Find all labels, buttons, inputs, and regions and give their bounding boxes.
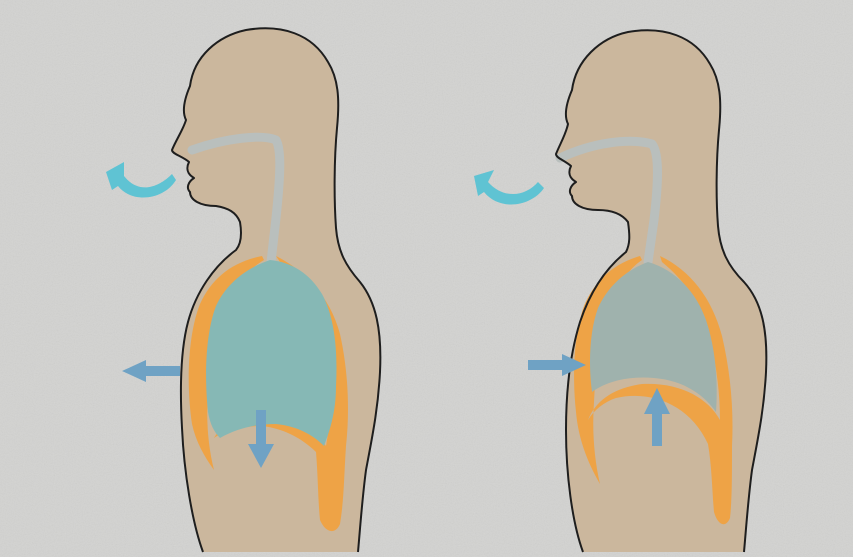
figure-canvas xyxy=(0,0,853,557)
breathing-diagram xyxy=(0,0,853,557)
